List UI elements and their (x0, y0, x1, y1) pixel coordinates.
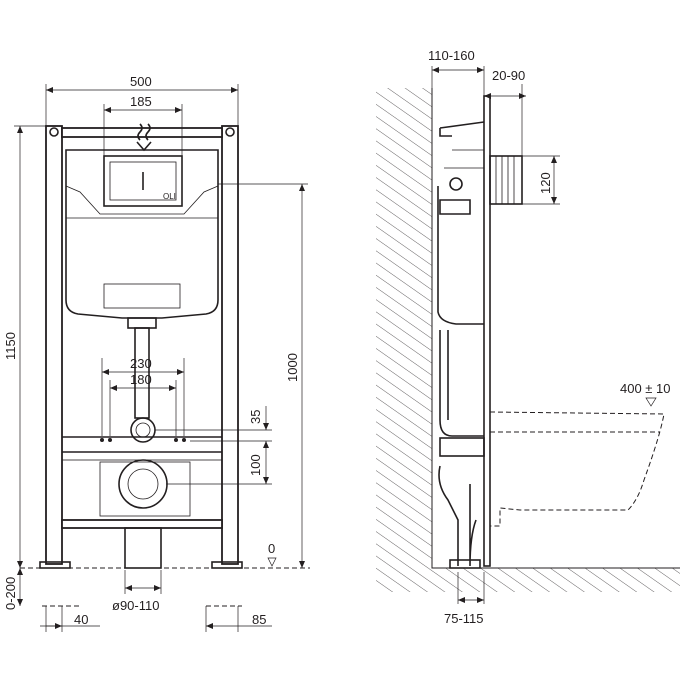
bolt-left (100, 438, 104, 442)
bowl-mount-bar (62, 436, 222, 453)
flush-outlet (130, 417, 156, 443)
right-foot (211, 561, 243, 569)
drain-pipe (124, 527, 162, 569)
side-drain-bend (438, 465, 477, 567)
dim-leg-adjust: 0-200 (3, 577, 18, 610)
bolt-left-inner (108, 438, 112, 442)
dim-outlet-offset: 100 (248, 454, 263, 476)
brand-mark: OLI (163, 192, 176, 201)
side-bowl-outline (489, 411, 665, 527)
dim-bolt-inner: 180 (130, 372, 152, 387)
dim-outlet-diameter: ø90-110 (112, 598, 159, 613)
side-view (376, 88, 680, 592)
dim-foot-offset: 85 (252, 612, 266, 627)
side-cover-panel (483, 95, 491, 567)
front-view: OLI (20, 123, 310, 607)
water-inlet-icon (136, 123, 152, 152)
dim-wall-depth: 110-160 (428, 48, 475, 63)
dim-frame-width: 500 (130, 74, 152, 89)
flush-plate (103, 155, 183, 207)
left-mount-hole (49, 127, 59, 137)
dim-bolt-offset: 35 (248, 410, 263, 424)
waste-outlet (118, 459, 168, 509)
dim-leg-offset: 40 (74, 612, 88, 627)
cistern-tank (65, 149, 219, 319)
front-dimensions: 500 185 1150 1000 230 180 35 100 (3, 74, 308, 632)
right-mount-hole (225, 127, 235, 137)
wall-hatch (376, 88, 680, 592)
dim-bowl-projection: 400 ± 10 (620, 381, 671, 396)
right-upright (221, 125, 239, 565)
bolt-right (182, 438, 186, 442)
side-dimensions: 110-160 20-90 120 400 ± 10 75-115 (428, 48, 671, 626)
dim-tank-height: 1000 (285, 353, 300, 382)
dim-flush-height: 120 (538, 172, 553, 194)
dim-total-height: 1150 (3, 332, 18, 360)
dim-drain-offset: 75-115 (444, 611, 484, 626)
dim-floor-level: 0 (268, 541, 275, 556)
left-upright (45, 125, 63, 565)
dim-bolt-outer: 230 (130, 356, 152, 371)
side-tank (437, 186, 484, 325)
cistern-upper-profile (65, 185, 219, 215)
flush-valve (127, 317, 157, 329)
dim-flush-plate-width: 185 (130, 94, 152, 109)
bolt-right-inner (174, 438, 178, 442)
bottom-rail (61, 519, 223, 529)
dim-panel-depth: 20-90 (492, 68, 525, 83)
side-flush-housing (489, 155, 523, 205)
